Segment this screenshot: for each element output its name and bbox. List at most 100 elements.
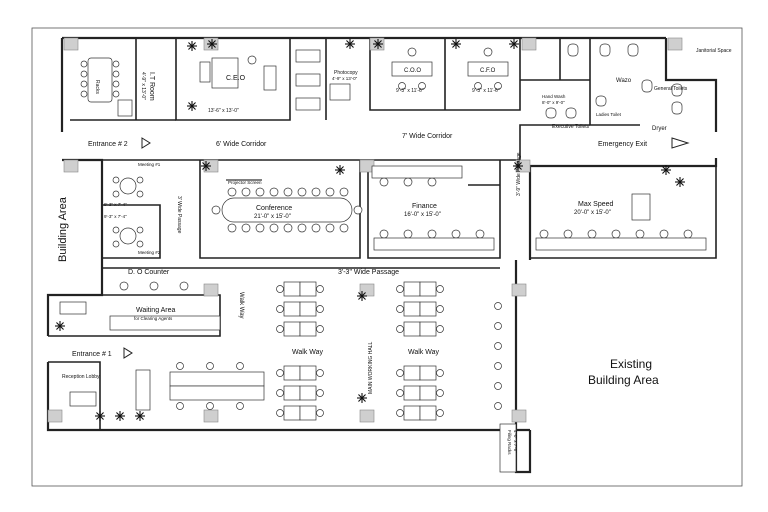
conference-chair [241, 187, 251, 197]
workstation-desk [283, 405, 301, 421]
workstation-desk [283, 385, 301, 401]
corridor-7-label: 7' Wide Corridor [402, 133, 453, 140]
waiting-furniture [59, 301, 221, 331]
finance-label: Finance [412, 203, 437, 210]
workstation-desk [419, 385, 437, 401]
it-room-dim: 4'-9" x 13'-0" [140, 72, 146, 100]
plant-icon [201, 161, 211, 171]
plant-icon [509, 39, 519, 49]
max-speed-dim: 20'-0" x 15'-0" [574, 210, 611, 216]
workstation-desk [403, 365, 421, 381]
waiting-sub-label: for Clearing Agents [134, 316, 173, 321]
passage-33-label: 3'-3" Wide Passage [338, 269, 399, 276]
projector-screen-label: Projector Screen [228, 180, 262, 185]
cfo-dim: 9'-3" x 11'-6" [472, 88, 500, 94]
workstation-desk [169, 371, 265, 387]
workstation-chair [206, 402, 214, 410]
filing-dim-label: 4'-0" x 7'-6" [513, 430, 518, 453]
workstation-chair [494, 322, 502, 330]
outer-walls [46, 36, 718, 474]
plant-icon [335, 165, 345, 175]
workstation-desk [299, 301, 317, 317]
workstation-chair [436, 409, 444, 417]
finance-chair [427, 229, 437, 239]
conference-dim: 21'-0" x 15'-0" [254, 214, 291, 220]
workstation-chair [436, 369, 444, 377]
workstation-chair [316, 285, 324, 293]
finance-chair [451, 229, 461, 239]
workstation-chair [436, 285, 444, 293]
plant-icon [451, 39, 461, 49]
workstation-chair [316, 389, 324, 397]
plant-icon [55, 321, 65, 331]
conference-chair [311, 223, 321, 233]
finance-dim: 16'-0" x 15'-0" [404, 212, 441, 218]
coo-dim: 9'-3" x 11'-6" [396, 88, 424, 94]
workstation-desk [169, 385, 265, 401]
janitorial-label: Janitorial Space [696, 48, 732, 54]
conference-chair [297, 187, 307, 197]
plant-icon [187, 101, 197, 111]
photocopy-label: Photocopy [334, 70, 358, 76]
coo-cfo-furniture [391, 47, 509, 90]
plant-icon [357, 393, 367, 403]
passage-39-label: 3'-9" Wide Passage [516, 152, 522, 196]
ceo-dim: 13'-6" x 13'-0" [208, 108, 239, 114]
workstation-chair [276, 369, 284, 377]
workstation-desk [403, 321, 421, 337]
plant-icon [187, 41, 197, 51]
hand-wash-label: Hand Wash [542, 94, 566, 99]
workstation-desk [419, 365, 437, 381]
workstation-chair [494, 382, 502, 390]
workstation-chair [494, 342, 502, 350]
walk-way-1: Walk Way [292, 349, 323, 356]
finance-chair [475, 229, 485, 239]
meeting-dim-2: 9'-3" x 7'-4" [104, 214, 127, 219]
emergency-exit-label: Emergency Exit [598, 141, 647, 148]
max-speed-chair [587, 229, 597, 239]
workstation-chair [436, 325, 444, 333]
conference-chair [311, 187, 321, 197]
workstation-desk [419, 321, 437, 337]
workstation-chair [236, 402, 244, 410]
hand-wash-dim: 8'-0" x 9'-0" [542, 100, 565, 105]
photocopy-furniture [295, 49, 351, 111]
meeting-1-label: Meeting #1 [138, 162, 161, 167]
workstation-chair [276, 409, 284, 417]
rack-label: Racks [94, 80, 100, 94]
conference-chair [339, 223, 349, 233]
workstation-chair [276, 389, 284, 397]
workstation-chair [436, 389, 444, 397]
workstation-chair [396, 285, 404, 293]
plant-icon [373, 39, 383, 49]
workstation-desk [283, 365, 301, 381]
conference-chair [211, 205, 221, 215]
entrance-2-label: Entrance # 2 [88, 141, 128, 148]
conference-chair [255, 223, 265, 233]
conference-chair [255, 187, 265, 197]
photocopy-dim: 4'-9" x 13'-0" [332, 76, 358, 81]
it-room-label: I.T Room [148, 72, 155, 101]
finance-desks [371, 165, 707, 251]
workstation-chair [316, 325, 324, 333]
conference-chair [353, 205, 363, 215]
finance-chair [403, 177, 413, 187]
walk-way-vertical: Walk Way [238, 292, 244, 319]
filing-racks-label: Filing Racks [507, 430, 512, 455]
entrance-2-arrow [141, 137, 151, 149]
meeting-2-label: Meeting #2 [138, 250, 161, 255]
workstation-desk [299, 281, 317, 297]
entrance-1-arrow [123, 347, 133, 359]
conference-chair [269, 187, 279, 197]
corridor-6-label: 6' Wide Corridor [216, 141, 267, 148]
conference-chair [325, 187, 335, 197]
plant-icon [115, 411, 125, 421]
existing-label: Existing [610, 357, 652, 371]
entrance-1-label: Entrance # 1 [72, 351, 112, 358]
toilet-fixtures [545, 43, 683, 119]
conference-chair [269, 223, 279, 233]
workstation-chair [316, 305, 324, 313]
do-counter-label: D. O Counter [128, 269, 170, 276]
workstation-chair [276, 285, 284, 293]
